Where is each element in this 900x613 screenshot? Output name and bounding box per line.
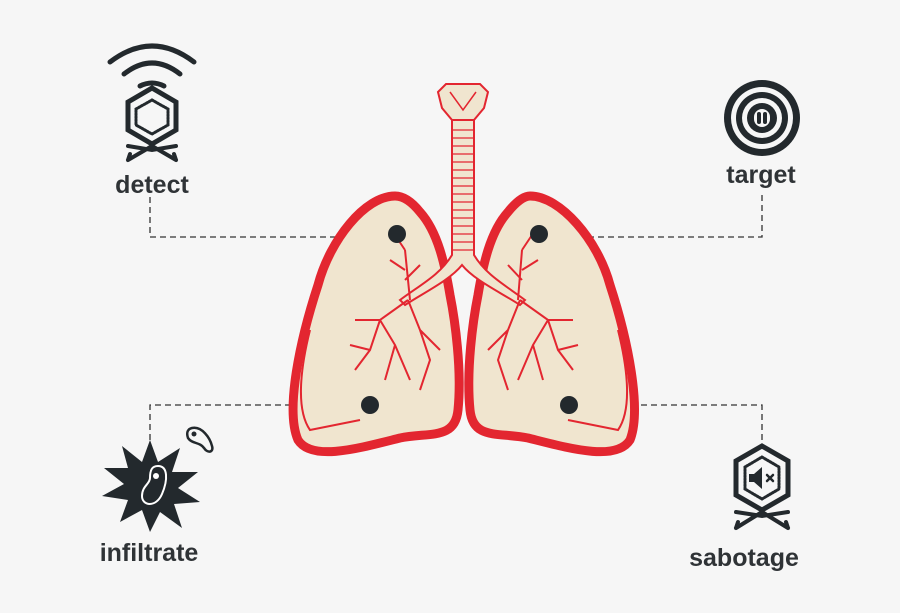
infiltrate-label: infiltrate <box>100 539 199 567</box>
hexagon-virus-muted-speaker-icon <box>733 443 791 530</box>
target-connector <box>539 195 763 238</box>
detect-point <box>388 225 406 243</box>
hexagon-virus-wifi-icon <box>107 43 197 162</box>
sabotage-label: sabotage <box>689 544 799 572</box>
left-lung <box>288 191 464 457</box>
bronchi <box>349 234 579 391</box>
detect-connector <box>149 197 397 238</box>
lungs-illustration <box>288 83 639 457</box>
trachea <box>398 117 527 307</box>
burst-bacterium-icon <box>102 426 214 532</box>
larynx <box>436 83 490 121</box>
right-lung <box>464 191 639 457</box>
infiltrate-point <box>361 396 379 414</box>
target-point <box>530 225 548 243</box>
sabotage-point <box>560 396 578 414</box>
bullseye-pill-icon <box>724 80 800 156</box>
detect-label: detect <box>115 171 189 199</box>
target-label: target <box>726 161 796 189</box>
